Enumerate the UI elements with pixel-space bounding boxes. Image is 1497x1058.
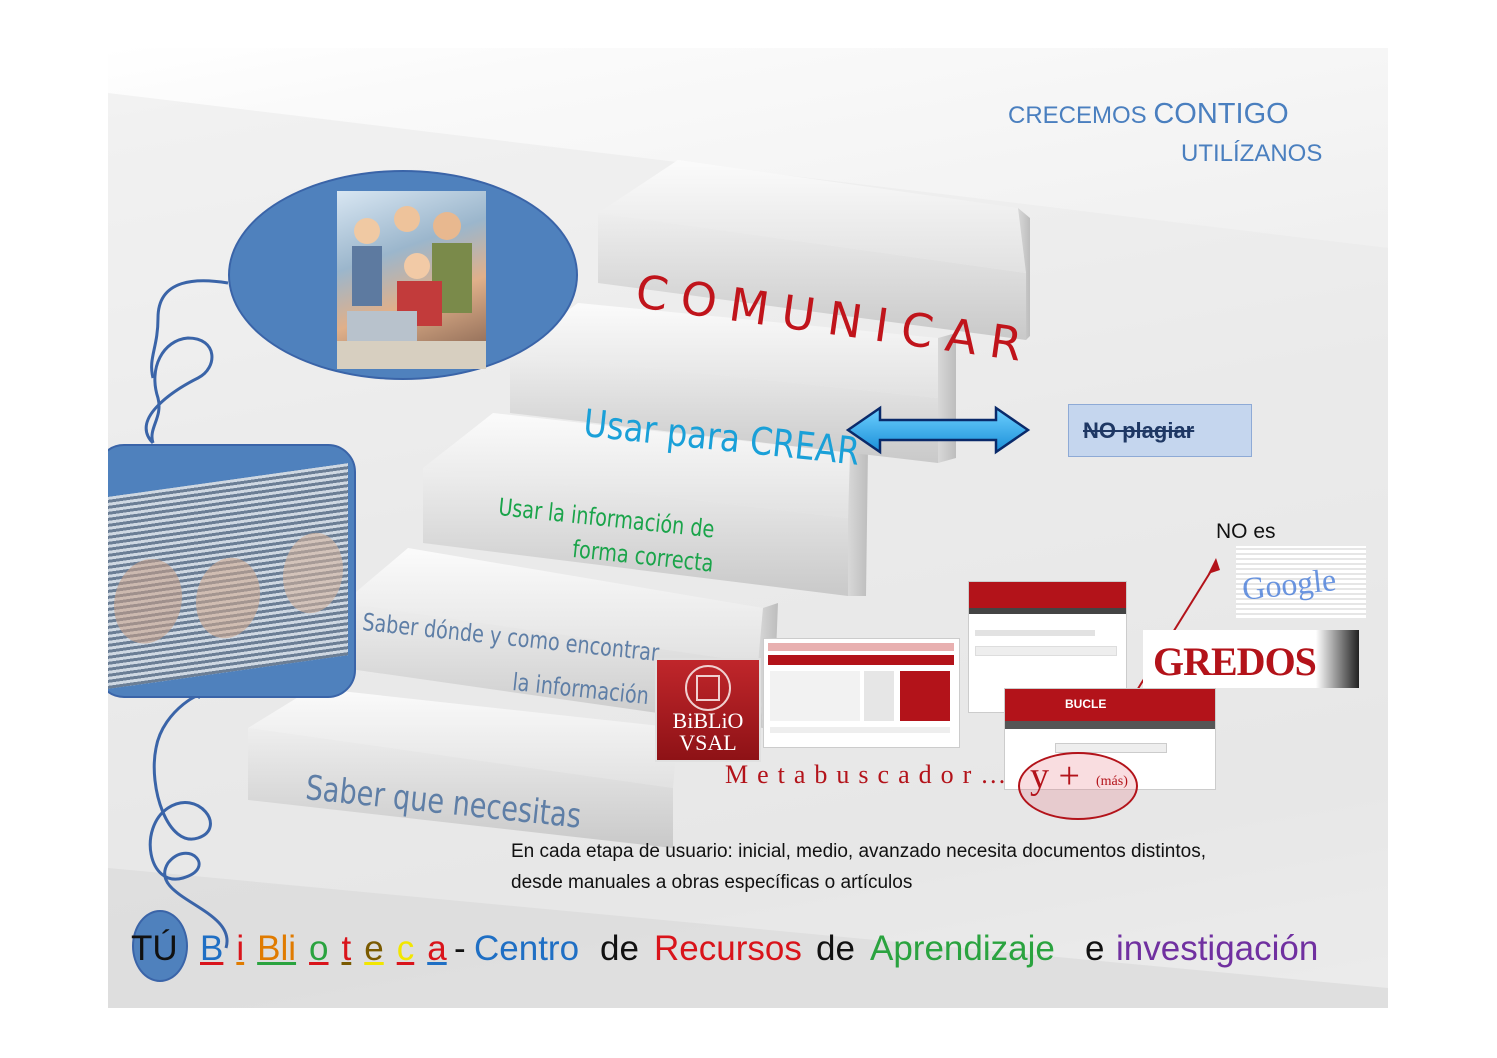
biblioteca-letter: o: [309, 929, 329, 968]
footer-aprendizaje: Aprendizaje: [870, 929, 1055, 968]
footer-recursos: Recursos: [654, 929, 802, 968]
group-photo: [108, 463, 348, 689]
header-contigo: CONTIGO: [1153, 98, 1289, 130]
biblioteca-letter: i: [236, 929, 245, 968]
portal-thumbnail: [763, 638, 960, 748]
header-line1: CRECEMOS CONTIGO: [1008, 98, 1289, 131]
biblio-vsal-logo: BiBLiO VSAL: [655, 658, 761, 762]
description: En cada etapa de usuario: inicial, medio…: [511, 836, 1206, 898]
biblioteca-letter: c: [396, 929, 415, 968]
biblioteca-letter: e: [364, 929, 384, 968]
gredos-logo: GREDOS: [1143, 630, 1359, 688]
slide: CRECEMOS CONTIGO UTILÍZANOS COMUNICAR Us…: [108, 48, 1388, 1008]
metabuscador-label: Metabuscador…: [725, 760, 1016, 789]
google-logo: Google: [1236, 546, 1366, 618]
header-line2: UTILÍZANOS: [1181, 140, 1323, 167]
header-crecemos: CRECEMOS: [1008, 102, 1147, 129]
no-plagiar-box: NO plagiar: [1068, 404, 1252, 457]
no-plagiar-label: NO plagiar: [1083, 418, 1195, 443]
biblioteca-letter: a: [427, 929, 447, 968]
footer-dash: -: [454, 929, 466, 968]
y-mas-oval: y + (más): [1018, 752, 1138, 820]
google-logo-text: Google: [1240, 561, 1338, 608]
biblio-vsal-text: BiBLiO VSAL: [657, 710, 759, 754]
biblioteca-letter: t: [341, 929, 352, 968]
google-letters: Google: [1240, 561, 1338, 607]
students-photo: [337, 191, 486, 369]
mas-text: (más): [1096, 774, 1128, 789]
bucle-text: BUCLE: [1065, 697, 1107, 711]
description-line2: desde manuales a obras específicas o art…: [511, 872, 913, 893]
footer-investigacion: investigación: [1116, 929, 1319, 968]
description-line1: En cada etapa de usuario: inicial, medio…: [511, 841, 1206, 862]
biblioteca-letter: Bli: [257, 929, 297, 968]
biblioteca-letter: B: [200, 929, 224, 968]
footer-centro: Centro: [474, 929, 580, 968]
footer-de-1: de: [600, 929, 639, 968]
biblio-line2: VSAL: [679, 730, 737, 755]
gredos-text: GREDOS: [1153, 639, 1317, 684]
footer-tu: TÚ: [131, 929, 178, 968]
y-mas-text: y +: [1030, 755, 1080, 797]
footer-de-2: de: [816, 929, 855, 968]
double-arrow-icon: [845, 405, 1031, 455]
footer-e: e: [1085, 929, 1105, 968]
biblio-line1: BiBLiO: [672, 708, 744, 733]
cord-end-circle: [132, 910, 188, 982]
no-es-label: NO es: [1216, 520, 1276, 543]
